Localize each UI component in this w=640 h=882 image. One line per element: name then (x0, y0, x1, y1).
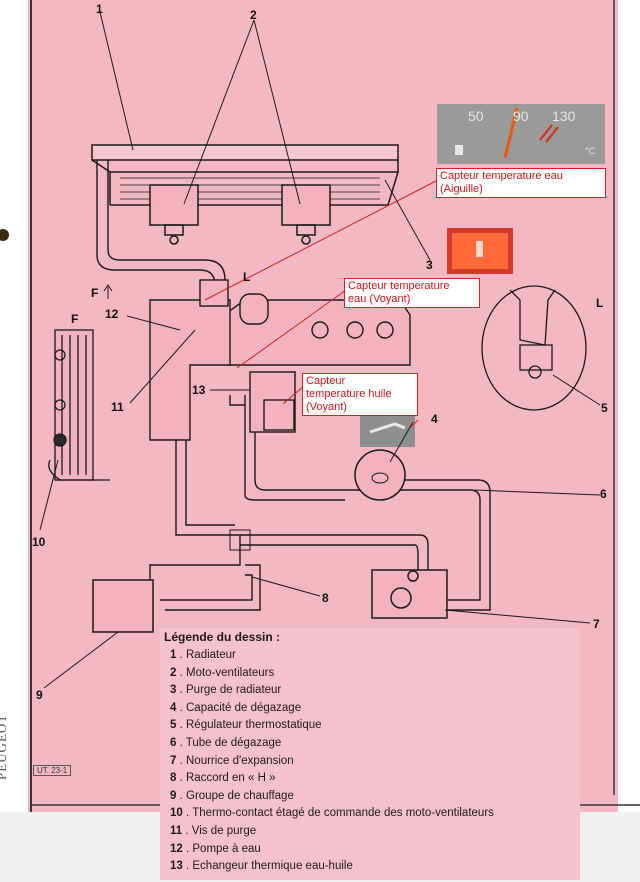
legend-item-number: 9 (170, 789, 177, 802)
legend-item-text: Purge de radiateur (186, 684, 282, 697)
legend-item: 13 . Echangeur thermique eau-huile (170, 860, 353, 873)
legend-item: 5 . Régulateur thermostatique (170, 719, 322, 732)
legend-item: 6 . Tube de dégazage (170, 737, 282, 749)
legend-item: 8 . Raccord en « H » (170, 772, 276, 785)
legend-item-text: Raccord en « H » (186, 772, 276, 785)
legend-item-number: 5 (170, 719, 177, 732)
part-number-13: 13 (192, 383, 206, 397)
marker-f: F (71, 312, 79, 326)
legend-item-text: Thermo-contact étagé de commande des mot… (192, 807, 494, 820)
gauge-tick-130: 130 (552, 108, 576, 124)
legend-item-text: Régulateur thermostatique (186, 719, 322, 732)
gauge-unit: °C (585, 146, 596, 156)
part-number-3: 3 (426, 258, 433, 272)
legend-item: 7 . Nourrice d'expansion (170, 754, 294, 767)
engine-block (149, 279, 411, 441)
legend-panel (160, 628, 580, 880)
legend-item: 10 . Thermo-contact étagé de commande de… (170, 807, 494, 820)
binding-hole (0, 229, 9, 241)
legend-item-text: Groupe de chauffage (186, 789, 294, 802)
legend-item-number: 2 (170, 666, 177, 679)
legend-item-text: Echangeur thermique eau-huile (192, 860, 353, 873)
legend-item-number: 1 (170, 649, 177, 661)
part-number-11: 11 (111, 400, 124, 414)
legend-item: 9 . Groupe de chauffage (170, 789, 294, 802)
fan-right (281, 184, 331, 245)
legend-item: 3 . Purge de radiateur (170, 684, 282, 697)
callout-pointers (204, 180, 437, 429)
legend-item: 2 . Moto-ventilateurs (170, 666, 275, 679)
legend-item-text: Moto-ventilateurs (186, 666, 275, 679)
marker-l-detail: L (596, 296, 604, 310)
part-number-7: 7 (593, 617, 600, 631)
gauge-tick-50: 50 (468, 108, 484, 124)
part-number-9: 9 (36, 688, 43, 702)
legend-item-number: 7 (170, 754, 177, 767)
marker-f-arrow: F (91, 286, 99, 300)
legend-item-number: 8 (170, 772, 177, 785)
detail-l-view (481, 285, 587, 411)
h-fitting (229, 529, 251, 551)
heater-unit (92, 579, 154, 633)
fan-left (149, 184, 199, 245)
legend-item-text: Radiateur (186, 649, 236, 661)
oil-warning-lamp (360, 412, 415, 447)
callout-water-temp-needle: Capteur temperature eau(Aiguille) (436, 168, 606, 198)
part-number-6: 6 (600, 487, 607, 501)
legend-item-number: 6 (170, 737, 177, 749)
legend-item: 1 . Radiateur (170, 649, 236, 661)
part-number-8: 8 (322, 591, 329, 605)
legend-item-number: 13 (170, 860, 183, 873)
marker-l: L (243, 270, 251, 284)
legend-item: 4 . Capacité de dégazage (170, 701, 302, 714)
legend-item-number: 12 (170, 842, 183, 855)
legend-item: 12 . Pompe à eau (170, 842, 261, 855)
coolant-warning-lamp (447, 228, 513, 274)
legend-item-text: Tube de dégazage (185, 737, 282, 749)
legend-item-number: 11 (170, 825, 183, 837)
part-number-12: 12 (105, 307, 119, 321)
legend-item: 11 . Vis de purge (170, 825, 257, 837)
part-number-1: 1 (96, 2, 103, 16)
legend-item-text: Capacité de dégazage (186, 701, 302, 714)
degassing-tank (354, 449, 406, 501)
legend-item-number: 4 (170, 701, 177, 714)
legend-item-number: 3 (170, 684, 177, 697)
figure-code: UT. 23-1 (33, 765, 72, 776)
leader-lines (39, 11, 601, 689)
legend-item-number: 10 (170, 807, 183, 820)
brand-label: PEUGEOT (0, 713, 9, 780)
part-number-10: 10 (32, 535, 46, 549)
legend-item-text: Pompe à eau (192, 842, 261, 855)
legend-item-text: Nourrice d'expansion (186, 754, 294, 767)
legend-item-text: Vis de purge (191, 825, 257, 837)
legend-title: Légende du dessin : (164, 630, 281, 644)
part-number-4: 4 (431, 412, 438, 426)
part-number-5: 5 (601, 401, 608, 415)
side-radiator (48, 329, 110, 481)
temperature-gauge (437, 104, 605, 164)
f-arrow (103, 284, 113, 299)
gauge-tick-90: 90 (513, 108, 529, 124)
part-number-2: 2 (250, 8, 257, 22)
expansion-reservoir (371, 569, 448, 619)
